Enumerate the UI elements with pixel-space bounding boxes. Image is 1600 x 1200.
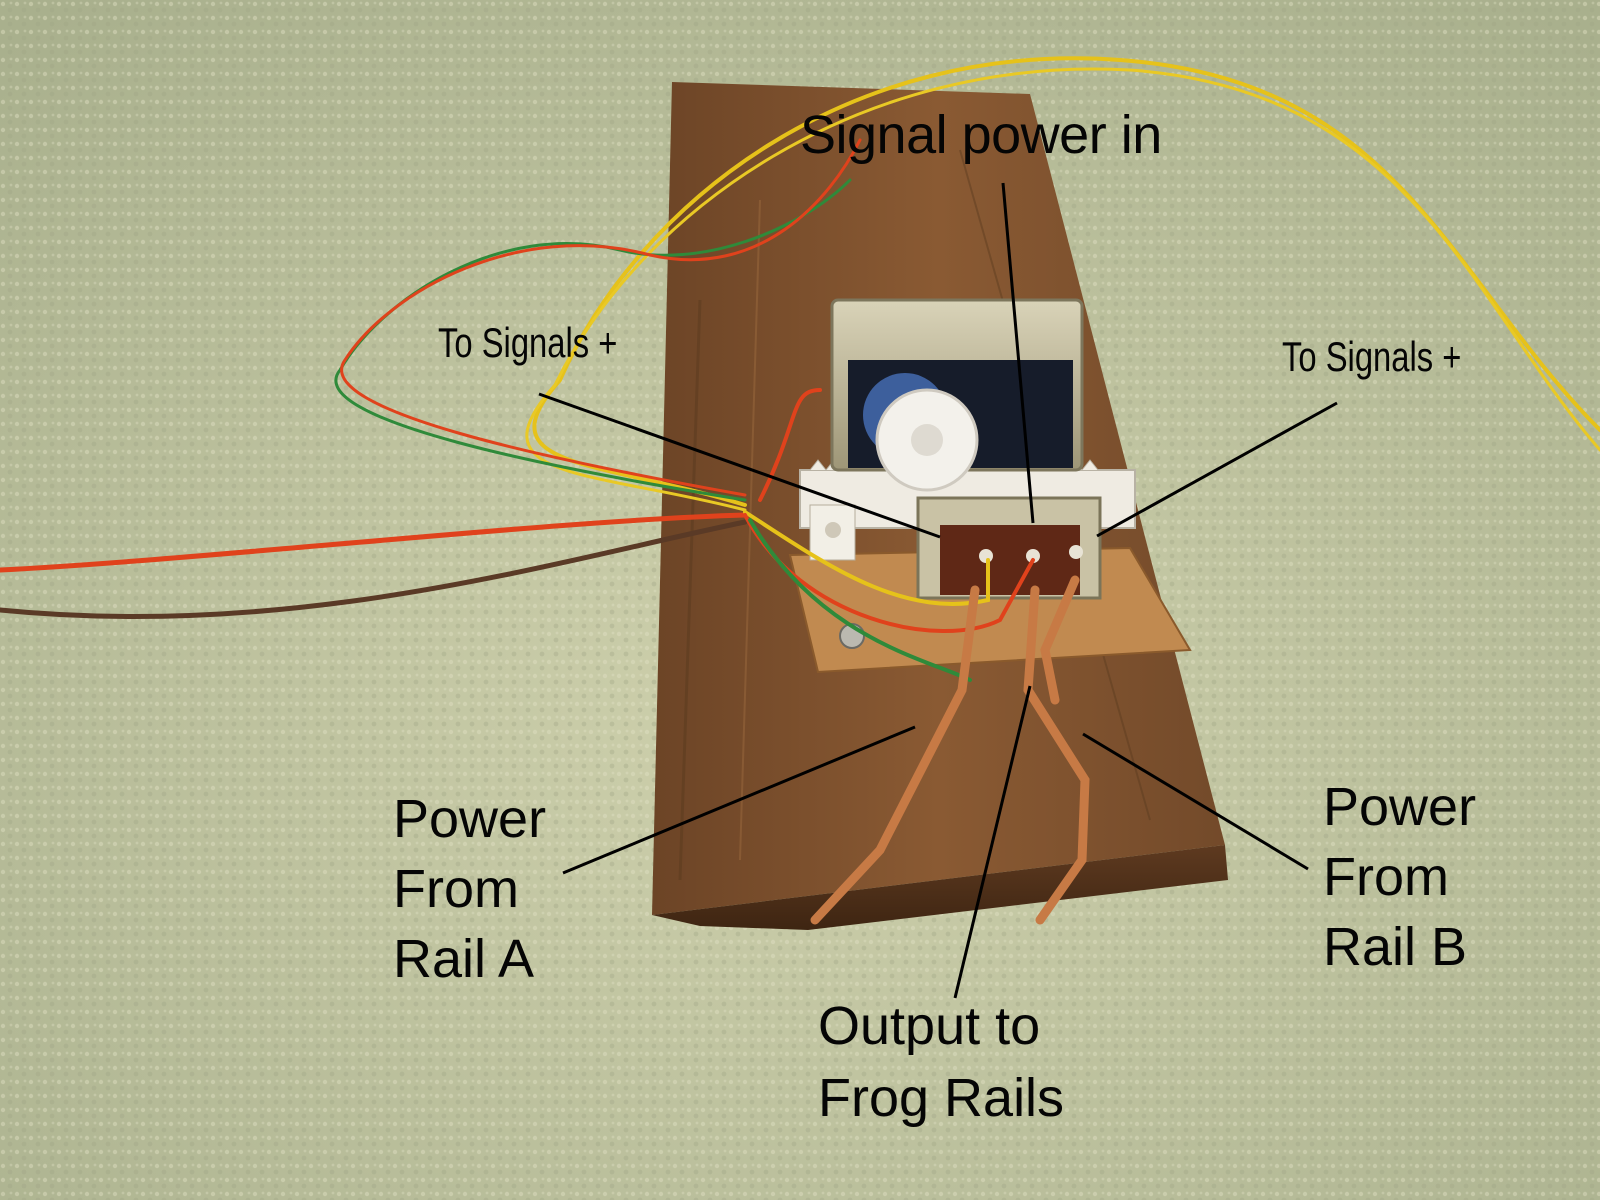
leader-frog-rails [953, 685, 1032, 999]
copper-rods [810, 575, 1090, 925]
label-to-signals-right: To Signals + [1282, 333, 1462, 380]
leader-signal-power-in [1001, 182, 1035, 524]
motor-housing [830, 298, 1084, 492]
label-to-signals-left: To Signals + [438, 319, 618, 366]
label-output-to-frog-rails: Output to Frog Rails [818, 996, 1065, 1128]
label-power-from-rail-b: Power From Rail B [1323, 777, 1477, 977]
label-signal-power-in: Signal power in [800, 105, 1162, 165]
leader-rail-b [1082, 732, 1309, 871]
leader-rail-a [562, 725, 916, 875]
leader-to-signals-left [538, 392, 941, 539]
label-power-from-rail-a: Power From Rail A [393, 789, 547, 989]
leader-to-signals-right [1096, 401, 1338, 538]
wires [0, 56, 1600, 682]
leader-lines [538, 182, 1338, 999]
